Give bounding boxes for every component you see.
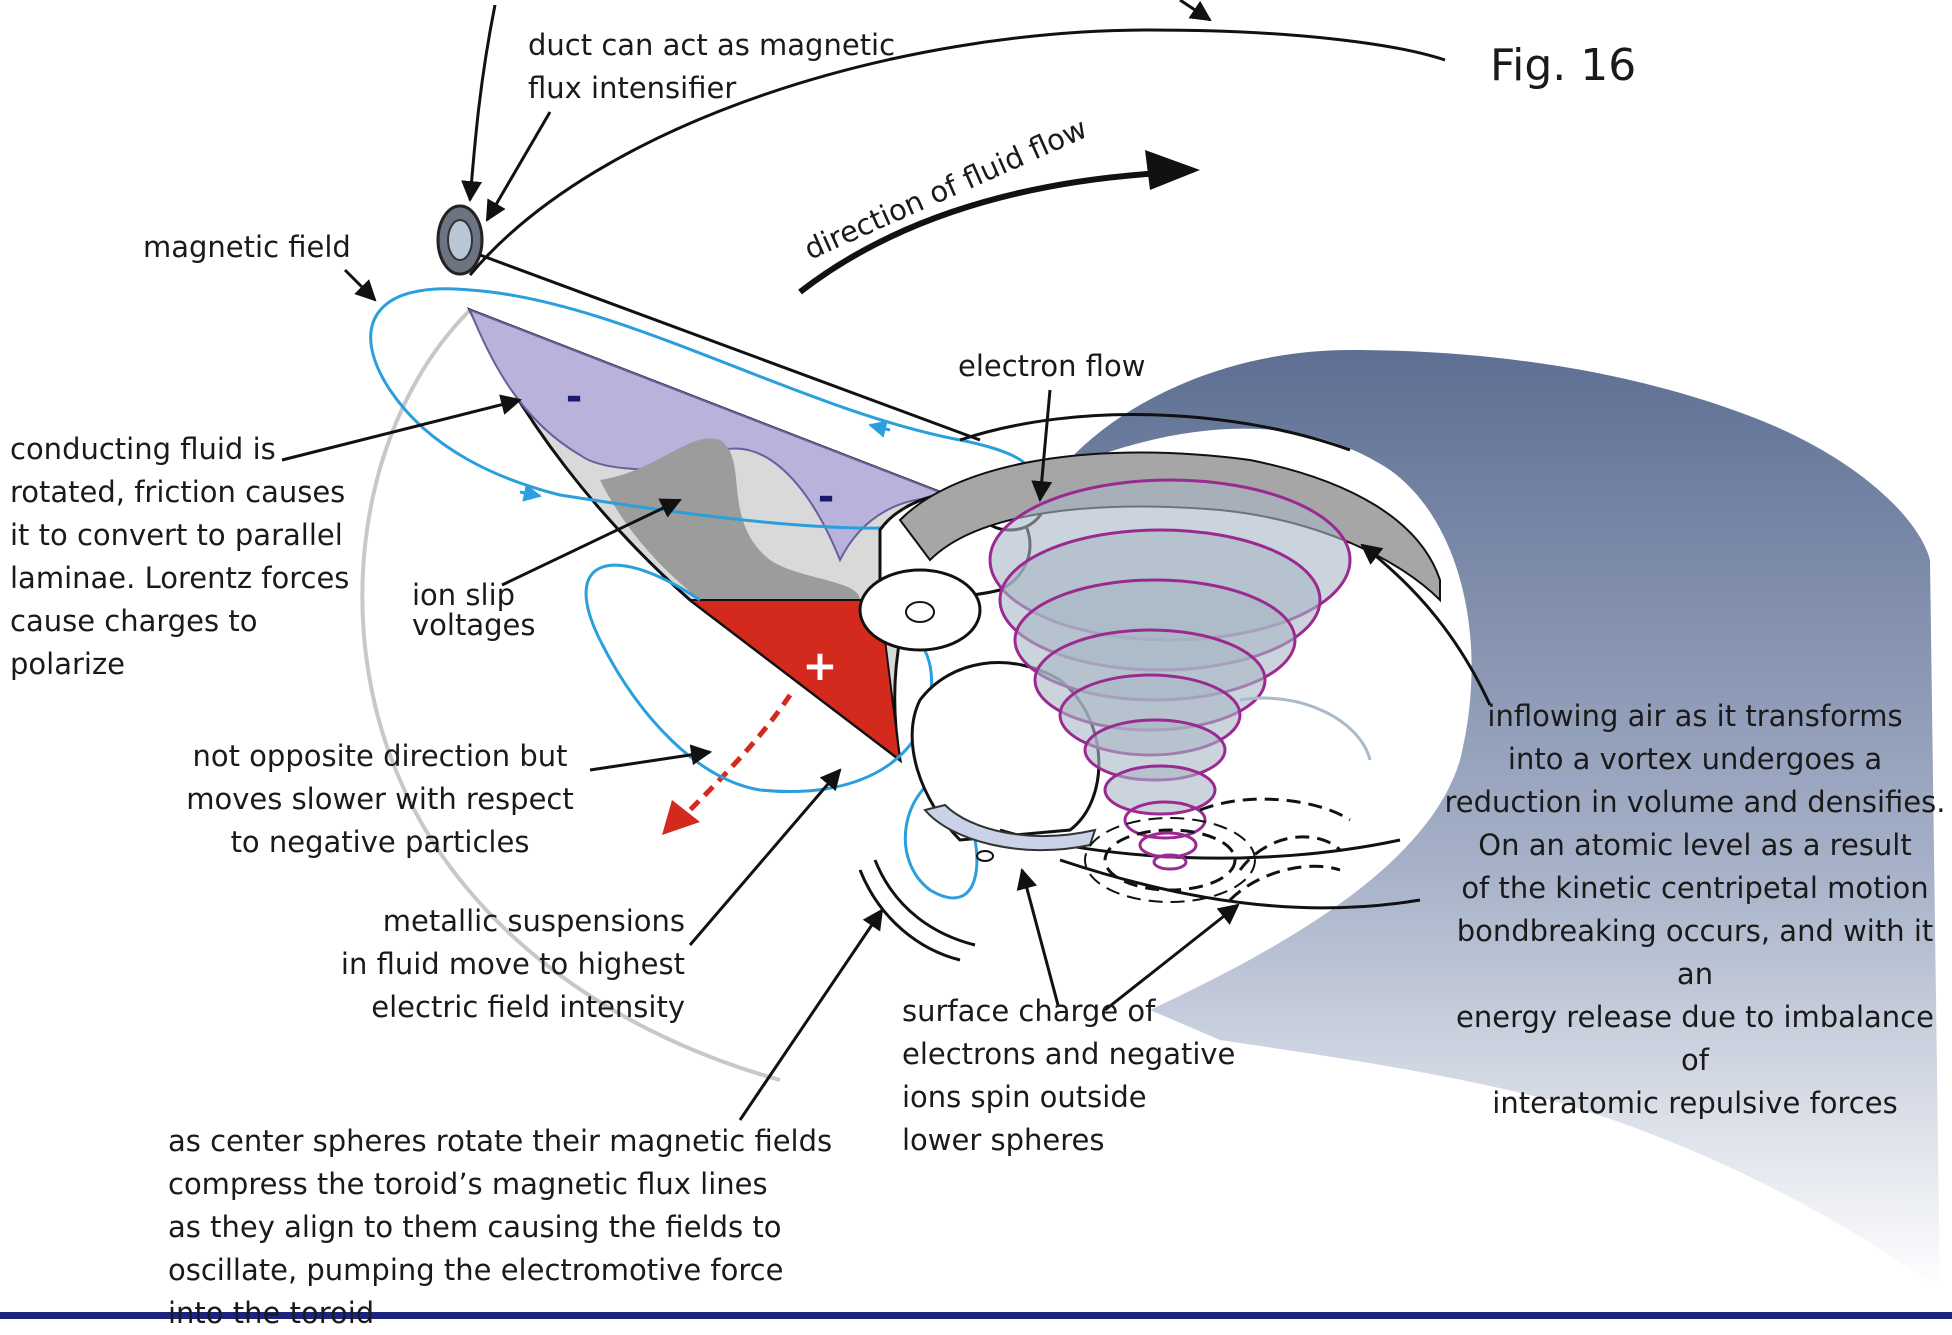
label-conducting-fluid: conducting fluid is rotated, friction ca… <box>10 428 349 686</box>
positive-sign: + <box>802 641 837 690</box>
label-surface-charge: surface charge of electrons and negative… <box>902 990 1235 1162</box>
label-inflowing-air: inflowing air as it transforms into a vo… <box>1440 695 1950 1125</box>
label-not-opposite: not opposite direction but moves slower … <box>170 735 590 864</box>
label-center-spheres: as center spheres rotate their magnetic … <box>168 1120 832 1335</box>
negative-sign-1: - <box>566 374 583 420</box>
label-duct: duct can act as magnetic flux intensifie… <box>528 24 895 110</box>
negative-sign-2: - <box>818 474 835 520</box>
field-arrow-top <box>1180 0 1210 20</box>
label-metallic: metallic suspensions in fluid move to hi… <box>330 900 685 1029</box>
red-dashed-arrow <box>680 695 790 820</box>
label-magnetic-field: magnetic field <box>143 226 351 269</box>
figure-title: Fig. 16 <box>1490 40 1636 91</box>
label-electron-flow: electron flow <box>958 345 1145 388</box>
label-ion-slip: ion slip voltages <box>412 580 535 640</box>
